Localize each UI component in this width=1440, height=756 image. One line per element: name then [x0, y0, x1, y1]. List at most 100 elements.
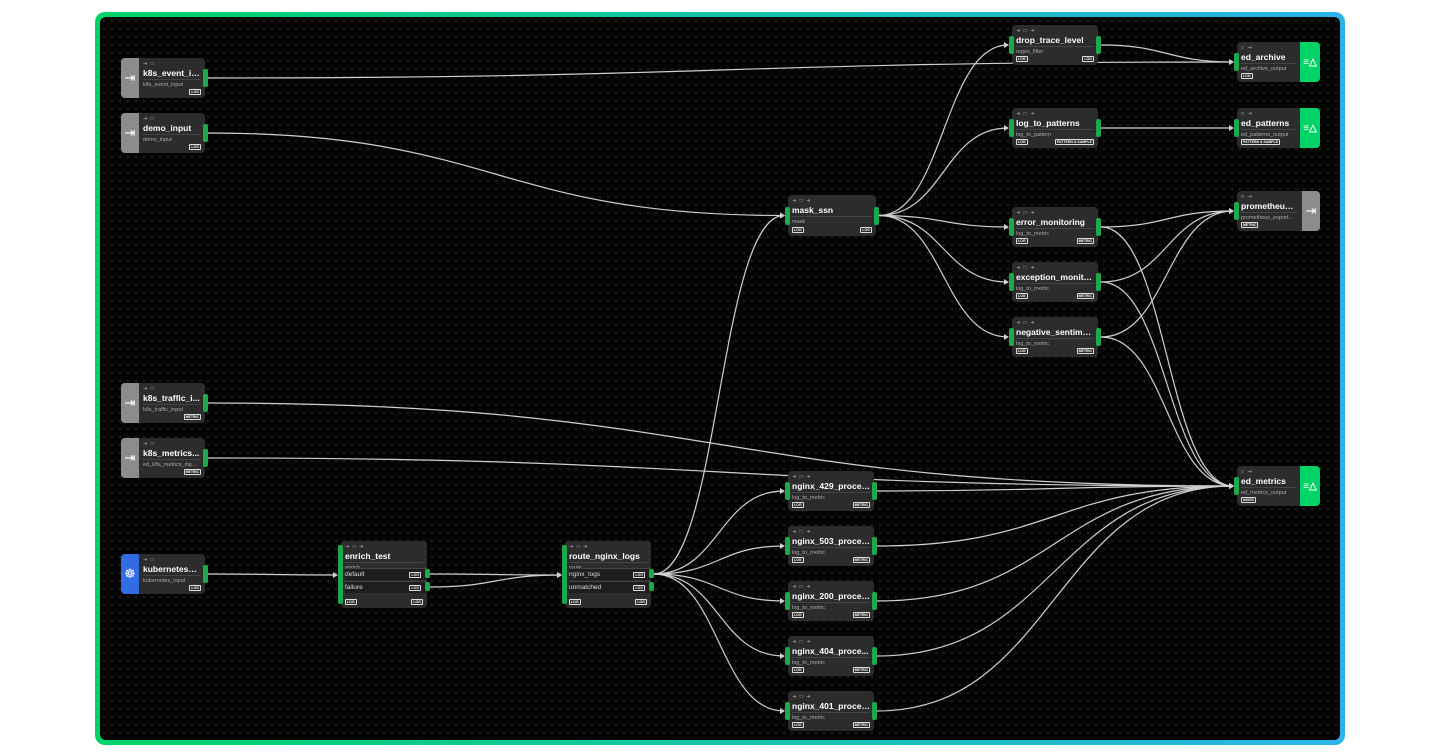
node-prometheus[interactable]: □ ⇥prometheus_...prometheus_export...MET…	[1234, 191, 1320, 231]
node-title[interactable]: ed_metrics	[1241, 476, 1296, 488]
output-handle[interactable]	[1096, 36, 1101, 54]
node-enrich[interactable]: ⇥ □ ⇥enrich_testenrichLOGLOGdefaultLOGfa…	[338, 541, 430, 608]
output-handle[interactable]	[872, 537, 877, 555]
node-title[interactable]: exception_monito...	[1016, 272, 1094, 284]
node-title[interactable]: enrich_test	[345, 551, 423, 563]
node-title[interactable]: k8s_metrics...	[143, 448, 201, 460]
output-handle[interactable]	[1096, 328, 1101, 346]
input-type-badge: LOG	[1016, 348, 1028, 354]
output-handle[interactable]	[203, 394, 208, 412]
output-handle[interactable]	[1096, 119, 1101, 137]
port-label: nginx_logs	[569, 571, 601, 578]
input-handle[interactable]	[785, 537, 790, 555]
node-title[interactable]: ed_patterns	[1241, 118, 1296, 130]
node-title[interactable]: nginx_401_proces...	[792, 701, 870, 713]
node-title[interactable]: nginx_404_proce...	[792, 646, 870, 658]
node-title[interactable]: nginx_429_proces...	[792, 481, 870, 493]
node-title[interactable]: drop_trace_level	[1016, 35, 1094, 47]
node-title[interactable]: error_monitoring	[1016, 217, 1094, 229]
input-handle[interactable]	[562, 545, 567, 604]
source-arrow-icon: ⇥	[121, 383, 139, 423]
node-title[interactable]: ed_archive	[1241, 52, 1296, 64]
input-handle[interactable]	[1234, 477, 1239, 495]
output-handle[interactable]	[649, 582, 654, 591]
input-handle[interactable]	[1009, 218, 1014, 236]
input-handle[interactable]	[785, 702, 790, 720]
node-title[interactable]: log_to_patterns	[1016, 118, 1094, 130]
input-handle[interactable]	[338, 545, 343, 604]
output-handle[interactable]	[872, 647, 877, 665]
node-route[interactable]: ⇥ □ ⇥route_nginx_logsrouteLOGLOGnginx_lo…	[562, 541, 654, 608]
pipeline-canvas[interactable]	[100, 17, 1340, 740]
node-title[interactable]: demo_input	[143, 123, 201, 135]
input-handle[interactable]	[1009, 328, 1014, 346]
output-handle[interactable]	[1096, 273, 1101, 291]
node-toolbar-icons: ⇥ □ ⇥	[1016, 320, 1036, 326]
node-title[interactable]: k8s_event_in...	[143, 68, 201, 80]
node-title[interactable]: kubernetes_i...	[143, 564, 201, 576]
node-title[interactable]: mask_ssn	[792, 205, 872, 217]
node-title[interactable]: nginx_503_proces...	[792, 536, 870, 548]
node-title[interactable]: route_nginx_logs	[569, 551, 647, 563]
input-handle[interactable]	[785, 206, 790, 225]
input-handle[interactable]	[785, 592, 790, 610]
input-handle[interactable]	[1009, 119, 1014, 137]
node-title[interactable]: nginx_200_proces...	[792, 591, 870, 603]
input-handle[interactable]	[1009, 36, 1014, 54]
output-handle[interactable]	[872, 702, 877, 720]
output-handle[interactable]	[203, 124, 208, 142]
input-handle[interactable]	[1234, 53, 1239, 71]
node-toolbar-icons: ⇥ □	[143, 61, 155, 67]
node-title[interactable]: negative_sentime...	[1016, 327, 1094, 339]
output-handle[interactable]	[203, 449, 208, 467]
output-handle[interactable]	[425, 582, 430, 591]
output-type-badge: LOG	[635, 599, 647, 605]
node-toolbar-icons: ⇥ □ ⇥	[569, 544, 589, 550]
output-type-badge: METRIC	[183, 469, 201, 475]
output-handle[interactable]	[203, 69, 208, 87]
output-handle[interactable]	[203, 565, 208, 583]
node-title[interactable]: k8s_traffic_i...	[143, 393, 201, 405]
node-badges: LOG	[1241, 73, 1296, 79]
input-handle[interactable]	[1009, 273, 1014, 291]
node-type: log_to_metric	[1016, 231, 1050, 237]
output-handle[interactable]	[872, 592, 877, 610]
input-handle[interactable]	[785, 647, 790, 665]
node-k8s-metrics[interactable]: ⇥⇥ □k8s_metrics...ed_k8s_metrics_inp...M…	[121, 438, 208, 478]
input-handle[interactable]	[1234, 119, 1239, 137]
output-type-badge: METRIC	[1076, 348, 1094, 354]
output-handle[interactable]	[649, 569, 654, 578]
input-handle[interactable]	[1234, 202, 1239, 220]
output-handle[interactable]	[874, 206, 879, 225]
node-title[interactable]: prometheus_...	[1241, 201, 1298, 213]
output-handle[interactable]	[1096, 218, 1101, 236]
output-handle[interactable]	[425, 569, 430, 578]
output-handle[interactable]	[872, 482, 877, 500]
output-type-badge: METRIC	[852, 722, 870, 728]
input-handle[interactable]	[785, 482, 790, 500]
